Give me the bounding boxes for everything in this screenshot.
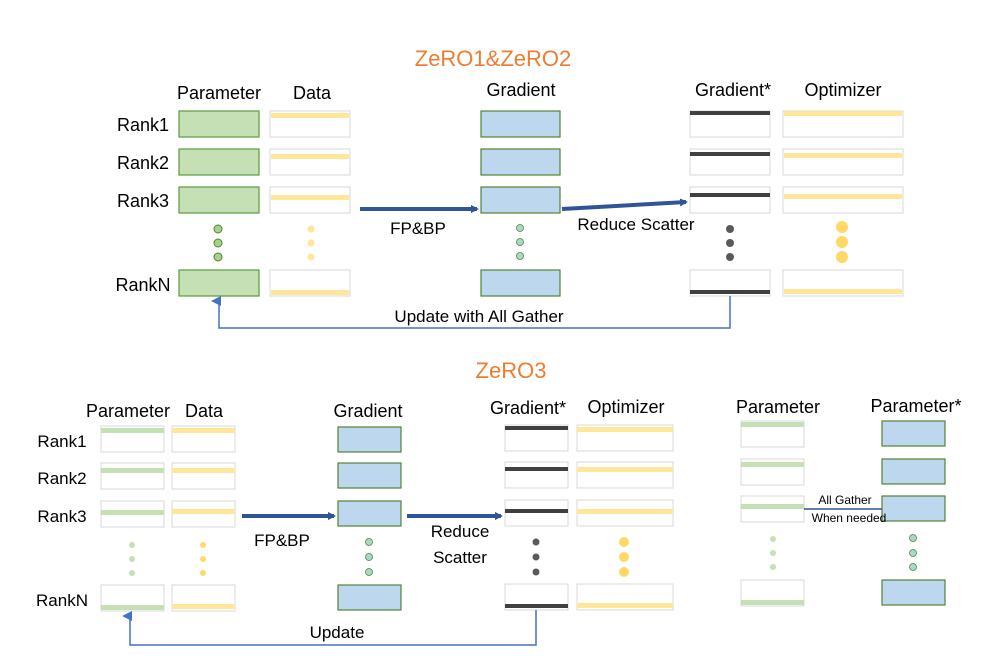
zero3-data-slot (171, 500, 236, 528)
zero12-fpbp-label: FP&BP (390, 219, 446, 238)
zero3-gradient-star-slot (504, 424, 569, 452)
zero3-section: ZeRO3 Parameter Data Gradient Gradient* … (36, 358, 962, 646)
zero12-data-slot (269, 110, 351, 138)
zero3-param-slot (100, 584, 165, 612)
zero3-gradient-block (337, 584, 402, 611)
zero12-param-block (178, 186, 260, 214)
zero3-data-slot (171, 462, 236, 490)
zero3-title: ZeRO3 (476, 358, 547, 383)
zero3-all-gather-label: All Gather (818, 493, 871, 507)
zero12-optimizer-slot (782, 186, 904, 214)
zero3-rank1-label: Rank1 (37, 432, 86, 451)
zero3-param-star-block (881, 495, 946, 522)
zero12-header-optimizer: Optimizer (804, 80, 881, 100)
zero3-rank3-label: Rank3 (37, 507, 86, 526)
zero12-data-slot (269, 186, 351, 214)
zero3-gradient-block (337, 462, 402, 489)
zero12-rank3-label: Rank3 (117, 191, 169, 211)
zero12-rankn-label: RankN (115, 275, 170, 295)
zero12-data-slot (269, 148, 351, 176)
zero3-gradient-ellipsis (365, 538, 373, 576)
zero3-when-needed-label: When needed (812, 511, 887, 525)
zero3-gradient-block (337, 426, 402, 453)
zero12-gradient-block (480, 110, 561, 138)
zero3-param-right-slot (740, 579, 805, 607)
zero12-optimizer-slot (782, 110, 904, 138)
zero12-optimizer-slot (782, 269, 904, 297)
zero3-gradient-star-slot (504, 499, 569, 527)
zero12-reduce-scatter-label: Reduce Scatter (577, 215, 695, 234)
zero3-data-ellipsis (200, 542, 206, 576)
zero12-section: ZeRO1&ZeRO2 Parameter Data Gradient Grad… (115, 46, 904, 329)
zero12-gradient-ellipsis (516, 224, 524, 260)
zero12-header-gradient-star: Gradient* (695, 80, 771, 100)
zero3-header-optimizer: Optimizer (587, 397, 664, 417)
zero3-gradient-block (337, 500, 402, 527)
zero3-header-parameter: Parameter (86, 401, 170, 421)
zero3-param-star-block (881, 579, 946, 606)
zero12-param-block (178, 110, 260, 138)
zero3-update-connector (122, 610, 537, 646)
zero3-rank2-label: Rank2 (37, 469, 86, 488)
zero3-optimizer-slot (576, 583, 674, 611)
zero12-reduce-scatter-arrow (561, 198, 688, 211)
zero12-optimizer-slot (782, 148, 904, 176)
zero3-data-slot (171, 425, 236, 453)
zero12-header-parameter: Parameter (177, 83, 261, 103)
zero12-gradient-star-slot (689, 110, 771, 138)
zero12-param-block (178, 148, 260, 176)
zero12-param-block (178, 269, 260, 297)
zero3-optimizer-slot (576, 499, 674, 527)
zero12-title: ZeRO1&ZeRO2 (415, 46, 572, 71)
zero12-header-gradient: Gradient (486, 80, 555, 100)
zero3-fpbp-label: FP&BP (254, 531, 310, 550)
zero3-header-gradient: Gradient (333, 401, 402, 421)
zero3-optimizer-slot (576, 461, 674, 489)
zero3-optimizer-slot (576, 424, 674, 452)
zero12-update-all-gather-label: Update with All Gather (394, 307, 563, 326)
zero12-gradient-star-slot (689, 269, 771, 297)
zero3-reduce-label: Reduce (431, 522, 490, 541)
zero12-gradient-block (480, 186, 561, 214)
zero3-param-right-slot (740, 458, 805, 486)
zero12-rank1-label: Rank1 (117, 115, 169, 135)
zero12-rank2-label: Rank2 (117, 153, 169, 173)
zero3-scatter-label: Scatter (433, 548, 487, 567)
zero3-param-star-block (881, 420, 946, 447)
zero3-gradient-star-ellipsis (532, 538, 540, 576)
zero12-gradient-block (480, 269, 561, 297)
zero3-param-slot (100, 462, 165, 490)
zero3-update-label: Update (310, 623, 365, 642)
zero12-data-slot (269, 269, 351, 297)
zero3-param-slot (100, 425, 165, 453)
zero3-optimizer-ellipsis (619, 537, 629, 577)
zero12-data-ellipsis (307, 225, 315, 261)
zero3-param-ellipsis (129, 542, 135, 576)
zero3-param-right-slot (740, 495, 805, 523)
zero3-header-gradient-star: Gradient* (490, 398, 566, 418)
zero12-gradient-block (480, 148, 561, 176)
zero3-param-star-block (881, 458, 946, 485)
zero12-param-ellipsis (213, 224, 223, 262)
zero12-gradient-star-slot (689, 186, 771, 214)
zero3-gradient-star-slot (504, 583, 569, 611)
zero3-header-data: Data (185, 401, 224, 421)
zero3-header-parameter-right: Parameter (736, 397, 820, 417)
zero3-header-parameter-star: Parameter* (870, 396, 961, 416)
zero3-param-right-slot (740, 420, 805, 448)
zero3-param-slot (100, 500, 165, 528)
zero12-gradient-star-slot (689, 148, 771, 176)
zero3-param-star-ellipsis (909, 534, 917, 571)
zero3-gradient-star-slot (504, 461, 569, 489)
zero12-header-data: Data (293, 83, 332, 103)
zero3-data-slot (171, 584, 236, 612)
zero12-gradient-star-ellipsis (726, 225, 734, 261)
zero12-update-connector (211, 296, 731, 329)
zero12-optimizer-ellipsis (836, 221, 848, 263)
zero3-param-right-ellipsis (770, 536, 776, 570)
zero3-rankn-label: RankN (36, 591, 88, 610)
